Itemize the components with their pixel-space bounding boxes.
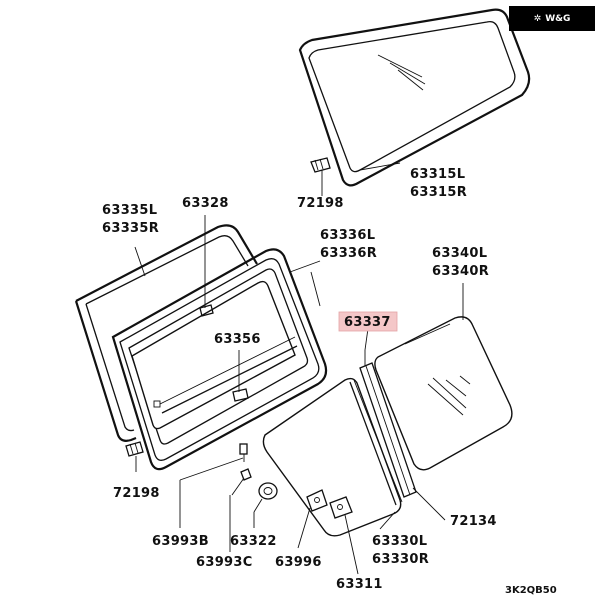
label-63328: 63328 (182, 196, 229, 211)
label-72134: 72134 (450, 514, 497, 529)
label-63315-r: 63315R (410, 185, 467, 200)
screw-63993c (231, 468, 252, 496)
frame-63336 (111, 248, 328, 471)
knob-63322 (253, 482, 278, 513)
glass-63330 (262, 377, 403, 537)
label-63330-l: 63330L (372, 534, 427, 549)
leader-lines (134, 162, 464, 575)
label-63340-l: 63340L (432, 246, 487, 261)
clip-72198-lower (125, 441, 144, 472)
wing-icon: ✲ (533, 13, 542, 24)
clip-63356 (232, 350, 249, 402)
label-63340-r: 63340R (432, 264, 489, 279)
bolt-63993b (239, 443, 248, 462)
weatherstrip-63335 (74, 224, 258, 442)
label-72198-lower: 72198 (113, 486, 160, 501)
label-63330-r: 63330R (372, 552, 429, 567)
label-63337: 63337 (344, 315, 391, 330)
clip-63328 (199, 215, 214, 317)
label-63336-r: 63336R (320, 246, 377, 261)
brand-logo: ✲ W&G (509, 6, 595, 31)
label-63993b: 63993B (152, 534, 209, 549)
clip-72198-top (310, 157, 331, 196)
channel-63337 (359, 350, 417, 498)
glass-63340 (374, 316, 513, 471)
highlight-63337 (338, 311, 398, 332)
label-63315-l: 63315L (410, 167, 465, 182)
diagram-reference-code: 3K2QB50 (505, 585, 557, 596)
brand-logo-text: W&G (545, 13, 571, 24)
quarter-glass-top (298, 8, 531, 187)
label-63335-r: 63335R (102, 221, 159, 236)
label-63335-l: 63335L (102, 203, 157, 218)
label-72198-top: 72198 (297, 196, 344, 211)
label-63336-l: 63336L (320, 228, 375, 243)
label-63311: 63311 (336, 577, 383, 592)
label-63993c: 63993C (196, 555, 253, 570)
label-63322: 63322 (230, 534, 277, 549)
label-63996: 63996 (275, 555, 322, 570)
label-63356: 63356 (214, 332, 261, 347)
